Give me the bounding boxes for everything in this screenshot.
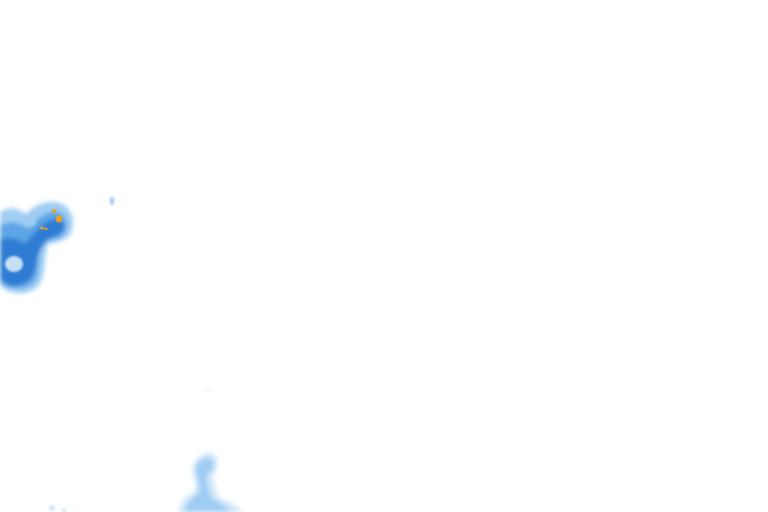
west-cell-inner-gap <box>5 217 36 272</box>
precip-speck-north <box>109 197 115 205</box>
precip-scattered-south-west <box>49 390 210 512</box>
west-cell-extreme-returns <box>40 209 63 231</box>
precip-cell-south <box>178 452 242 512</box>
precip-cell-west <box>0 201 74 294</box>
